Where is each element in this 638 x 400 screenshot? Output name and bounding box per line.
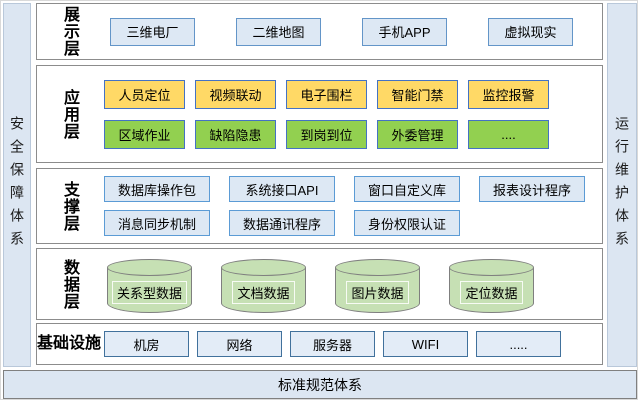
module-box: 视频联动 [195, 79, 276, 109]
database-cylinder-label: 图片数据 [346, 281, 409, 304]
database-cylinder-label: 文档数据 [232, 281, 295, 304]
module-box: 虚拟现实 [488, 17, 573, 46]
layer-presentation-rows: 三维电厂 二维地图 手机APP 虚拟现实 [101, 4, 602, 59]
layer-row: 机房网络服务器 WIFI..... [101, 331, 602, 357]
database-cylinder: 关系型数据 [107, 259, 192, 313]
module-box: 三维电厂 [110, 17, 195, 46]
layer-application-rows: 人员定位视频联动电子围栏智能门禁监控报警区域作业缺陷隐患到岗到位外委管理.... [101, 66, 602, 162]
layer-row: 关系型数据 文档数据 图片数据 定位数据 [101, 259, 602, 313]
module-box: 电子围栏 [286, 79, 367, 109]
layer-data-label: 数据层 [61, 258, 78, 310]
module-box: 服务器 [290, 331, 375, 357]
layer-row: 人员定位视频联动电子围栏智能门禁监控报警 [101, 79, 602, 109]
layer-support-label: 支撑层 [61, 180, 78, 232]
module-box: 数据库操作包 [104, 176, 210, 202]
database-cylinder-label: 关系型数据 [111, 281, 187, 304]
database-cylinder: 图片数据 [335, 259, 420, 313]
layer-application-label: 应用层 [61, 88, 78, 140]
module-box: .... [468, 119, 549, 149]
security-pillar-label: 安全保障体系 [9, 116, 25, 254]
module-box: 数据通讯程序 [229, 210, 335, 236]
layer-row: 数据库操作包系统接口API 窗口自定义库报表设计程序 [101, 176, 602, 202]
layer-application: 应用层 人员定位视频联动电子围栏智能门禁监控报警区域作业缺陷隐患到岗到位外委管理… [36, 65, 603, 163]
operations-pillar: 运行维护体系 [607, 3, 637, 367]
module-box: 系统接口API [229, 176, 335, 202]
module-box: 智能门禁 [377, 79, 458, 109]
layer-support-rows: 数据库操作包系统接口API 窗口自定义库报表设计程序消息同步机制数据通讯程序身份权… [101, 169, 602, 243]
module-box: 身份权限认证 [354, 210, 460, 236]
layer-infrastructure-rows: 机房网络服务器 WIFI..... [101, 324, 602, 364]
layer-presentation: 展示层 三维电厂 二维地图 手机APP 虚拟现实 [36, 3, 603, 60]
module-box: 窗口自定义库 [354, 176, 460, 202]
module-box: 消息同步机制 [104, 210, 210, 236]
standards-bar: 标准规范体系 [3, 370, 637, 399]
operations-pillar-label: 运行维护体系 [614, 116, 630, 254]
module-box: 外委管理 [377, 119, 458, 149]
module-box: 监控报警 [468, 79, 549, 109]
module-box: 网络 [197, 331, 282, 357]
layer-presentation-label: 展示层 [61, 6, 78, 57]
module-box: 缺陷隐患 [195, 119, 276, 149]
module-box: 人员定位 [104, 79, 185, 109]
layer-infrastructure-label: 基础设施 [37, 335, 102, 352]
module-box: 二维地图 [236, 17, 321, 46]
standards-bar-label: 标准规范体系 [278, 376, 362, 393]
security-pillar: 安全保障体系 [3, 3, 31, 367]
layer-row: 区域作业缺陷隐患到岗到位外委管理.... [101, 119, 602, 149]
module-box: WIFI [383, 331, 468, 357]
layer-row: 三维电厂 二维地图 手机APP 虚拟现实 [101, 17, 602, 46]
layer-data-rows: 关系型数据 文档数据 图片数据 定位数据 [101, 249, 602, 319]
module-box: 报表设计程序 [479, 176, 585, 202]
module-box: 到岗到位 [286, 119, 367, 149]
database-cylinder: 文档数据 [221, 259, 306, 313]
layer-infrastructure: 基础设施 机房网络服务器 WIFI..... [36, 323, 603, 365]
layer-support: 支撑层 数据库操作包系统接口API 窗口自定义库报表设计程序消息同步机制数据通讯程… [36, 168, 603, 244]
module-box: 区域作业 [104, 119, 185, 149]
module-box: ..... [476, 331, 561, 357]
layer-row: 消息同步机制数据通讯程序身份权限认证 [101, 210, 602, 236]
layer-data: 数据层 关系型数据 文档数据 图片数据 定位数据 [36, 248, 603, 320]
database-cylinder: 定位数据 [449, 259, 534, 313]
module-box: 手机APP [362, 17, 447, 46]
database-cylinder-label: 定位数据 [460, 281, 523, 304]
module-box: 机房 [104, 331, 189, 357]
